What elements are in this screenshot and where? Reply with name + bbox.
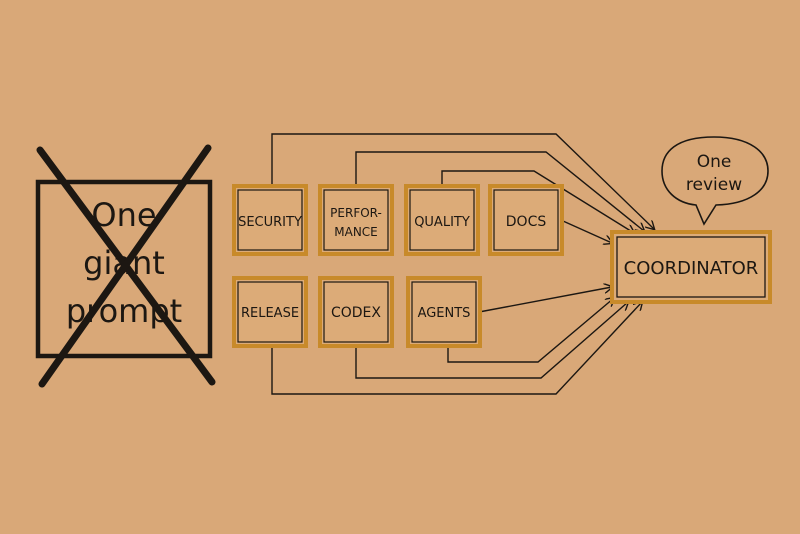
agent-performance-label-1: PERFOR- [330, 206, 382, 220]
agent-performance-label-2: MANCE [334, 225, 378, 239]
connector-docs [562, 220, 612, 243]
agent-release-label: RELEASE [241, 306, 299, 321]
coordinator: COORDINATOR [610, 230, 772, 304]
agent-agents: AGENTS [406, 276, 482, 348]
bubble-line-2: review [686, 175, 742, 195]
agent-security: SECURITY [232, 184, 308, 256]
connector-codex [355, 302, 628, 379]
rejected-prompt: One giant prompt [35, 144, 216, 388]
agent-agents-label: AGENTS [418, 306, 471, 321]
connectors [271, 133, 654, 395]
cross-out-mark [36, 144, 216, 388]
agent-release: RELEASE [232, 276, 308, 348]
connector-quality [441, 170, 634, 233]
agent-performance: PERFOR- MANCE [318, 184, 394, 256]
connector-agents [478, 287, 612, 313]
agent-codex: CODEX [318, 276, 394, 348]
agent-security-label: SECURITY [238, 215, 302, 230]
coordinator-label: COORDINATOR [624, 258, 759, 279]
connector-release [271, 302, 642, 395]
review-speech-bubble: One review [661, 136, 769, 226]
agent-docs-label: DOCS [506, 214, 547, 230]
agent-codex-label: CODEX [331, 305, 381, 321]
bubble-line-1: One [697, 152, 732, 172]
agent-docs: DOCS [488, 184, 564, 256]
connector-security [271, 133, 654, 229]
agent-quality-label: QUALITY [414, 215, 470, 230]
rejected-prompt-line-1: One [91, 196, 156, 234]
connector-performance [355, 151, 644, 231]
connector-agents-lower [447, 298, 614, 363]
agent-quality: QUALITY [404, 184, 480, 256]
